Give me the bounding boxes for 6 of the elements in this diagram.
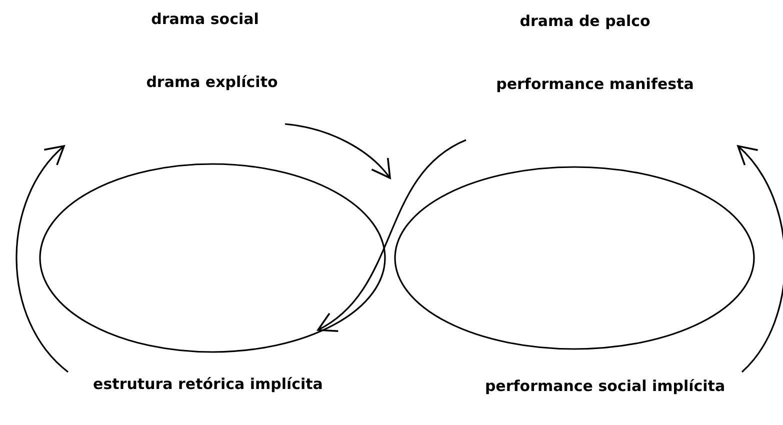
stage-label: estrutura retórica implícita — [93, 375, 323, 393]
stage-label: drama explícito — [146, 73, 278, 91]
stage-label: drama social — [151, 10, 259, 28]
stage-label: performance social implícita — [484, 377, 726, 395]
stage-label: drama de palco — [520, 12, 650, 30]
stage-label: performance manifesta — [496, 75, 694, 93]
